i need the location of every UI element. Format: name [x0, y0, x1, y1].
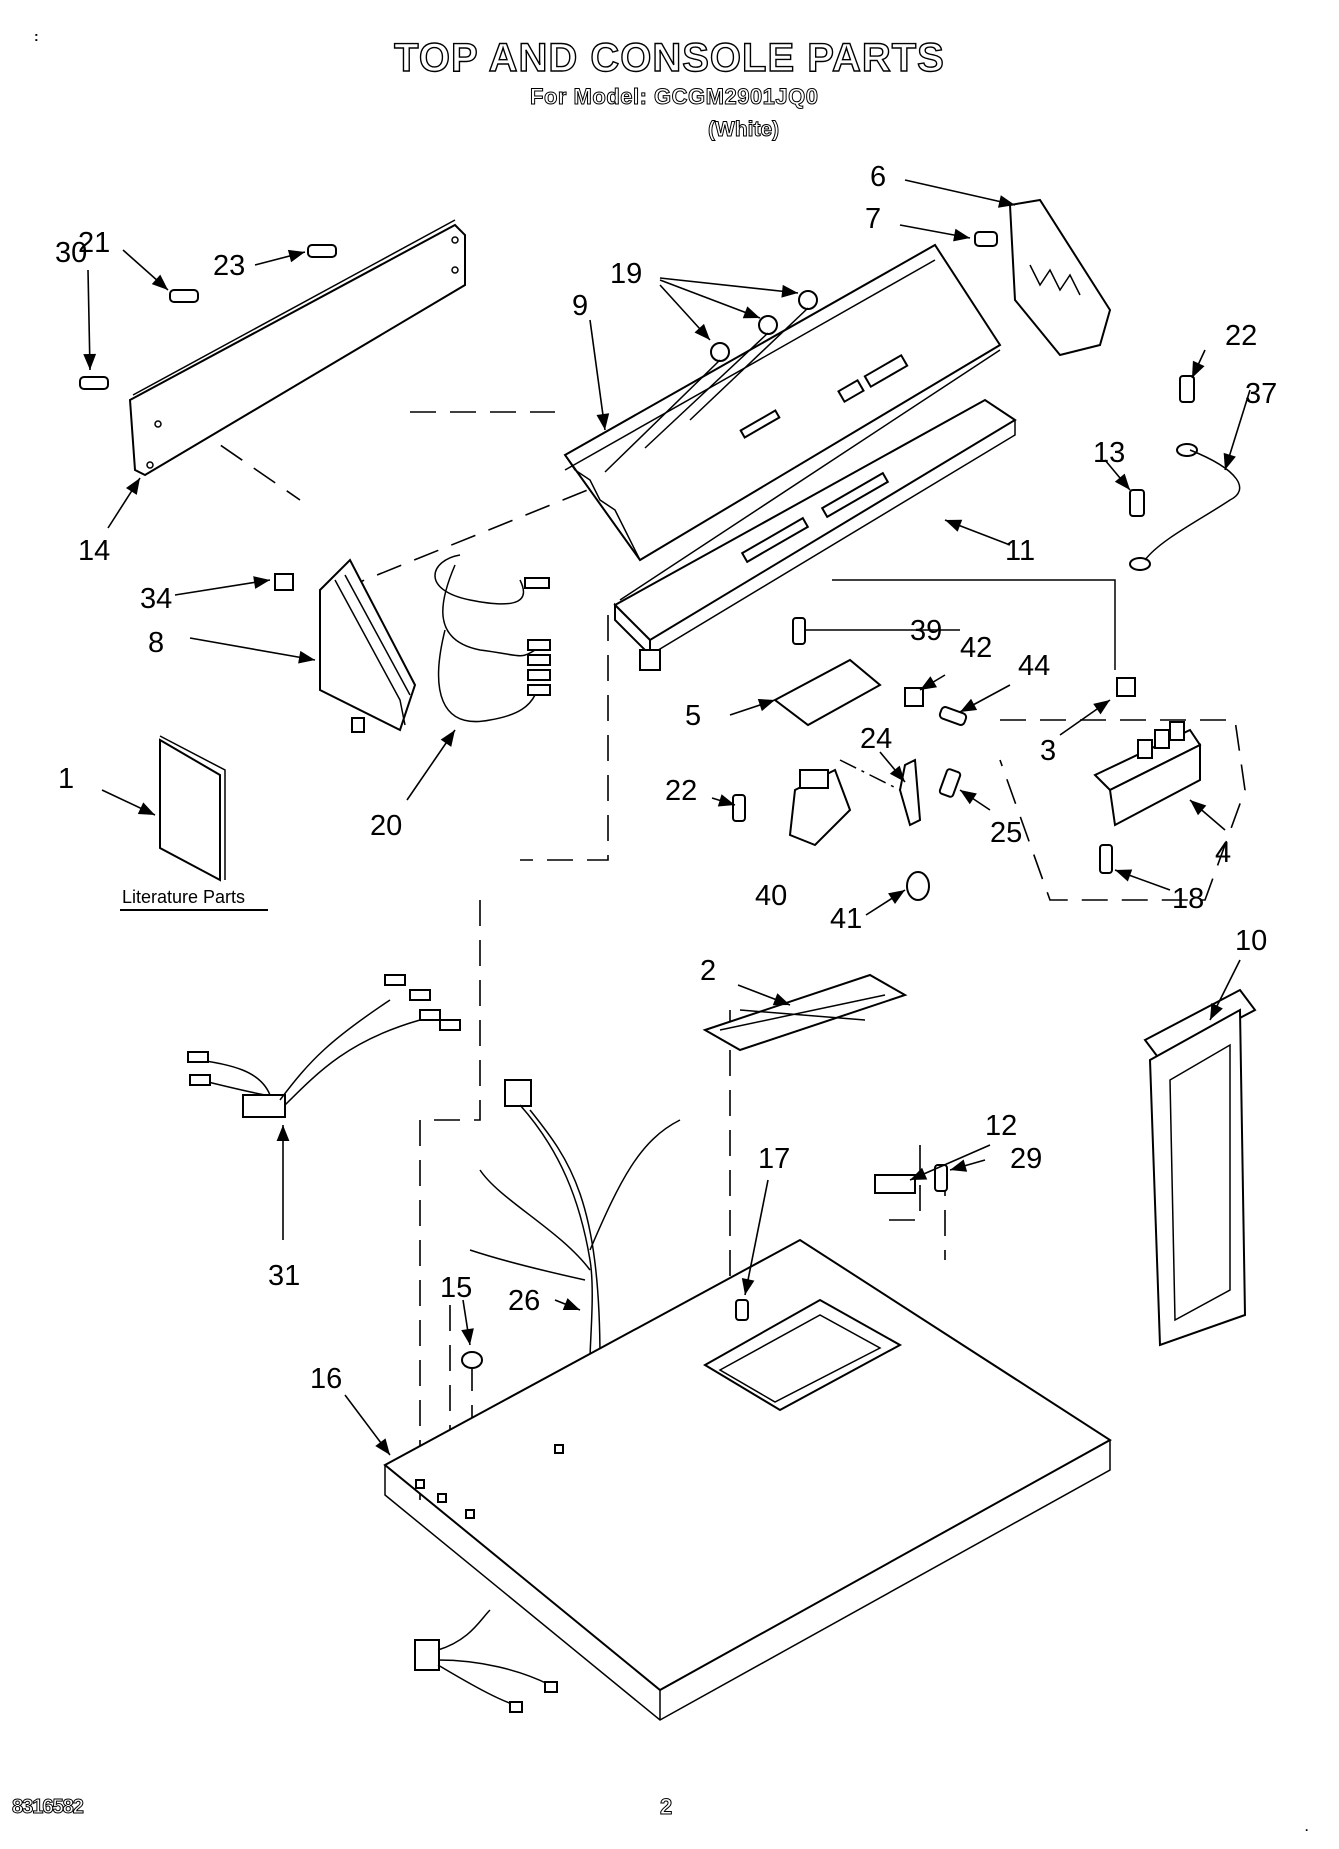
callout-41: 41 — [830, 903, 862, 935]
part-10-lint-housing — [1143, 988, 1257, 1347]
screw-25 — [938, 768, 962, 798]
callout-26: 26 — [508, 1285, 540, 1317]
callout-21: 21 — [78, 227, 110, 259]
callout-24: 24 — [860, 723, 892, 755]
part-31-harness — [187, 974, 461, 1118]
document-number: 8316582 — [12, 1796, 85, 1819]
knob-3 — [1116, 677, 1136, 697]
part-8-end-cap-left — [319, 558, 417, 733]
screw-22b — [732, 794, 746, 822]
callout-31: 31 — [268, 1260, 300, 1292]
callout-16: 16 — [310, 1363, 342, 1395]
screw-23 — [307, 244, 337, 258]
screw-18 — [1099, 844, 1113, 874]
part-24-bracket — [898, 758, 922, 827]
callout-19: 19 — [610, 258, 642, 290]
callout-1: 1 — [58, 763, 74, 795]
part-2-lint-cover — [702, 973, 908, 1052]
callout-22b: 22 — [1225, 320, 1257, 352]
callout-5: 5 — [685, 700, 701, 732]
callout-40: 40 — [755, 880, 787, 912]
callout-10: 10 — [1235, 925, 1267, 957]
callout-22a: 22 — [665, 775, 697, 807]
part-4-switch — [1093, 721, 1202, 827]
callout-arrows — [83, 179, 1251, 1456]
part-9-console-panel — [563, 243, 1002, 601]
part-1-literature — [120, 735, 268, 911]
callout-37: 37 — [1245, 378, 1277, 410]
callout-12: 12 — [985, 1110, 1017, 1142]
model-line: For Model: GCGM2901JQ0 — [530, 84, 819, 110]
callout-15: 15 — [440, 1272, 472, 1304]
part-41-knob-clip — [906, 871, 930, 901]
screw-44 — [938, 706, 968, 726]
callout-20: 20 — [370, 810, 402, 842]
callout-25: 25 — [990, 817, 1022, 849]
part-12-clip — [874, 1174, 916, 1194]
callout-14: 14 — [78, 535, 110, 567]
screw-7 — [974, 231, 998, 247]
callout-numbers: 1 2 3 4 5 6 7 8 9 10 11 12 13 14 15 16 1… — [55, 161, 1277, 1395]
callout-8: 8 — [148, 627, 164, 659]
screw-29 — [934, 1164, 948, 1192]
part-5-timer-bracket — [773, 617, 882, 727]
part-16-top-panel — [383, 1238, 1112, 1721]
callout-3: 3 — [1040, 735, 1056, 767]
callout-9: 9 — [572, 290, 588, 322]
page-number: 2 — [659, 1794, 673, 1820]
literature-parts-label: Literature Parts — [122, 887, 245, 907]
callout-42: 42 — [960, 632, 992, 664]
callout-23: 23 — [213, 250, 245, 282]
callout-4: 4 — [1215, 837, 1231, 869]
color-note: (White) — [707, 118, 780, 142]
knob-42 — [904, 687, 924, 707]
callout-34: 34 — [140, 583, 172, 615]
power-harness — [414, 1609, 558, 1713]
callout-13: 13 — [1093, 437, 1125, 469]
screw-30 — [79, 376, 109, 390]
part-19-indicator-lights — [604, 290, 818, 473]
callout-44: 44 — [1018, 650, 1050, 682]
callout-7: 7 — [865, 203, 881, 235]
part-40-timer — [788, 768, 852, 847]
page-title: TOP AND CONSOLE PARTS — [393, 35, 945, 80]
end-mark: . — [1305, 1820, 1309, 1834]
callout-2: 2 — [700, 955, 716, 987]
clip-15 — [461, 1351, 483, 1369]
part-14-rear-panel — [128, 219, 466, 477]
clip-34 — [274, 573, 294, 591]
screw-21 — [169, 289, 199, 303]
callout-29: 29 — [1010, 1143, 1042, 1175]
callout-18: 18 — [1172, 883, 1204, 915]
corner-mark: : — [34, 28, 39, 44]
part-6-end-cap-right — [1008, 198, 1112, 357]
part-20-wire-harness — [434, 554, 551, 723]
screw-17 — [735, 1299, 749, 1321]
callout-11: 11 — [1005, 535, 1035, 567]
callout-30: 30 — [55, 237, 87, 269]
part-37-ground-wire — [1129, 375, 1241, 571]
callout-39: 39 — [910, 615, 942, 647]
callout-17: 17 — [758, 1143, 790, 1175]
callout-6: 6 — [870, 161, 886, 193]
part-11-console-base — [613, 398, 1017, 671]
